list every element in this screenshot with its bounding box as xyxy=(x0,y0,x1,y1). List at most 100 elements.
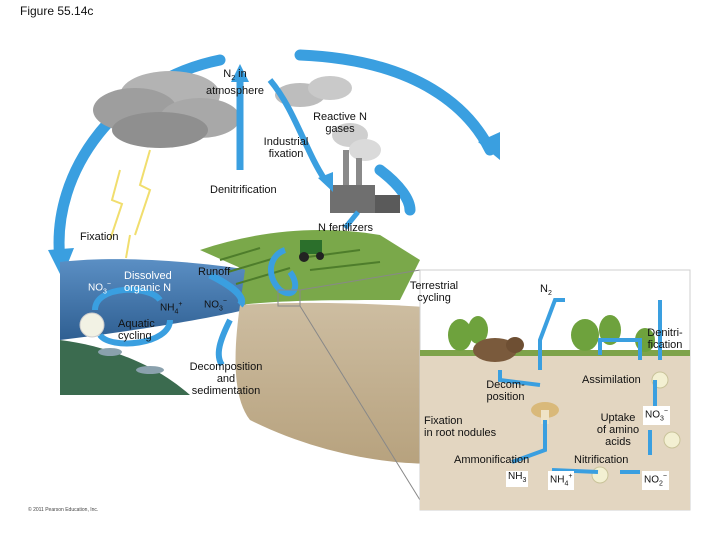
n-fertilizer-arrow xyxy=(343,210,360,230)
uptake-line-3: acids xyxy=(605,436,631,448)
nh4-soil-label: NH4+ xyxy=(548,471,575,491)
decomp-sed-line-3: sedimentation xyxy=(191,385,261,397)
no3-uptake-label: NO3− xyxy=(643,406,670,426)
zoom-lines xyxy=(277,269,421,501)
runoff-label: Runoff xyxy=(198,266,231,278)
no3-water-sub: 3 xyxy=(103,288,107,296)
ammonification-label: Ammonification xyxy=(454,454,530,466)
rodent-icon xyxy=(473,337,524,362)
tractor-icon xyxy=(299,240,324,262)
decomp-sed-line-2: and xyxy=(216,373,236,385)
fixation-left-label: Fixation xyxy=(80,231,119,243)
n2-terrestrial-text: N xyxy=(540,283,548,295)
outer-arc-right xyxy=(294,49,496,156)
assimilation-label: Assimilation xyxy=(582,374,641,386)
reactive-n-line-1: Reactive N xyxy=(313,111,367,123)
decomposition-sedimentation-label: Decomposition and sedimentation xyxy=(186,361,266,397)
n2-terrestrial-label: N2 xyxy=(540,283,552,300)
dissolved-line-1: Dissolved xyxy=(124,270,172,282)
factory-icon xyxy=(330,123,400,213)
nitrification-label: Nitrification xyxy=(574,454,629,466)
uptake-amino-acids-label: Uptake of amino acids xyxy=(592,412,644,448)
aquatic-line-1: Aquatic xyxy=(118,318,155,330)
fish-icon xyxy=(98,348,164,374)
no3-water-text: NO xyxy=(88,282,103,294)
industrial-line-2: fixation xyxy=(268,148,304,160)
uptake-line-1: Uptake xyxy=(600,412,636,424)
no3-runoff-sub: 3 xyxy=(219,305,223,313)
outer-arc-lower xyxy=(374,164,416,216)
water-body xyxy=(60,259,250,340)
no3-runoff-text: NO xyxy=(204,299,219,311)
dissolved-organic-n-label: Dissolved organic N xyxy=(124,270,172,294)
decom-line-1: Decom- xyxy=(486,379,525,391)
soil-cross-section xyxy=(235,302,470,464)
nh4-aquatic-text: NH xyxy=(160,302,175,314)
terrestrial-line-1: Terrestrial xyxy=(409,280,459,292)
bacteria-icon xyxy=(79,312,105,338)
sedimentation-arrow xyxy=(215,318,233,367)
water-bottom xyxy=(60,340,190,395)
industrial-line-1: Industrial xyxy=(263,136,309,148)
aquatic-cycling-label: Aquatic cycling xyxy=(118,318,155,342)
no2-label: NO2− xyxy=(642,471,669,491)
n2-atmosphere-word: atmosphere xyxy=(205,85,265,98)
denitrification-top-label: Denitrification xyxy=(210,184,277,196)
nh3-text: NH xyxy=(508,471,523,482)
decomp-sed-line-1: Decomposition xyxy=(189,361,263,373)
copyright-notice: © 2011 Pearson Education, Inc. xyxy=(28,507,99,513)
no2-sub: 2 xyxy=(659,480,663,488)
decomposition-inset-label: Decom- position xyxy=(478,379,533,403)
reactive-gas-arrowhead xyxy=(318,172,333,192)
aquatic-cycle-arrow xyxy=(92,286,173,347)
mushroom-icon xyxy=(531,402,559,424)
fixation-root-line-1: Fixation xyxy=(424,415,463,427)
denitri-line-2: fication xyxy=(647,339,683,351)
reactive-gas-arrow xyxy=(267,78,328,182)
n-fertilizers-label: N fertilizers xyxy=(318,222,374,234)
decom-line-2: position xyxy=(486,391,525,403)
reactive-n-gases-label: Reactive N gases xyxy=(310,111,370,135)
nh4-soil-sup: + xyxy=(568,473,573,480)
no3-uptake-sub: 3 xyxy=(660,415,664,423)
lightning-icon xyxy=(109,149,152,241)
outer-arrowhead-right xyxy=(478,132,500,160)
no3-runoff-sup: − xyxy=(222,298,227,305)
no3-runoff-label: NO3− xyxy=(204,296,227,315)
no3-water-sup: − xyxy=(106,281,111,288)
nh3-label: NH3 xyxy=(506,471,529,487)
no3-water-label: NO3− xyxy=(88,279,111,298)
terrestrial-cycling-label: Terrestrial cycling xyxy=(404,280,464,304)
n2-terrestrial-sub: 2 xyxy=(547,290,552,298)
industrial-fixation-label: Industrial fixation xyxy=(256,136,316,160)
nh4-aquatic-sup: + xyxy=(178,301,183,308)
runoff-arrow xyxy=(208,271,246,308)
dissolved-line-2: organic N xyxy=(124,282,172,294)
no3-uptake-text: NO xyxy=(645,409,660,421)
fixation-root-nodules-label: Fixation in root nodules xyxy=(424,415,496,439)
denitrification-inset-label: Denitri- fication xyxy=(640,327,690,351)
inset-arrows xyxy=(498,298,662,474)
nh4-soil-text: NH xyxy=(550,474,565,486)
industrial-arrowhead xyxy=(231,64,249,82)
n2-atmosphere-subscript: 2 xyxy=(231,75,236,83)
outer-arc-left xyxy=(53,54,226,266)
storm-cloud-icon xyxy=(93,71,240,148)
nh3-sub: 3 xyxy=(522,477,527,484)
n2-atmosphere-in: in xyxy=(235,68,247,80)
aquatic-line-2: cycling xyxy=(118,330,152,342)
n2-atmosphere-label: N2 in atmosphere xyxy=(205,68,265,97)
plant-icon xyxy=(448,315,655,352)
no2-sup: − xyxy=(662,473,667,480)
no3-uptake-sup: − xyxy=(663,408,668,415)
terrestrial-line-2: cycling xyxy=(417,292,451,304)
no2-text: NO xyxy=(644,474,659,486)
reactive-n-line-2: gases xyxy=(325,123,355,135)
crop-rows xyxy=(219,247,381,285)
uptake-line-2: of amino xyxy=(596,424,640,436)
outer-cycle-arrows xyxy=(53,49,496,266)
denitri-line-1: Denitri- xyxy=(647,327,683,339)
figure-title: Figure 55.14c xyxy=(20,4,94,18)
